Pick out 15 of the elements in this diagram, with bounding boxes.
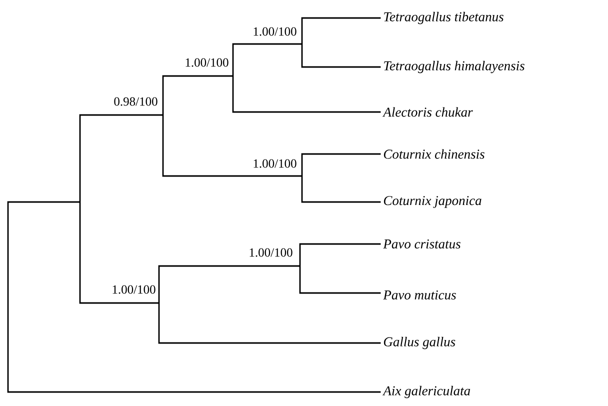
- taxon-label: Pavo cristatus: [383, 239, 460, 249]
- support-value: 1.00/100: [254, 159, 296, 168]
- support-value: 1.00/100: [250, 248, 292, 257]
- taxon-label: Pavo muticus: [383, 290, 456, 300]
- taxon-label: Gallus gallus: [384, 336, 456, 350]
- taxon-label: Coturnix chinensis: [384, 149, 484, 159]
- taxon-label: Alectoris chukar: [382, 107, 473, 117]
- taxon-label: Tetraogallus tibetanus: [384, 12, 504, 24]
- support-value: 0.98/100: [114, 97, 158, 106]
- taxon-label: Coturnix japonica: [384, 196, 482, 208]
- support-value: 1.00/100: [112, 285, 156, 294]
- taxon-label: Aix galericulata: [382, 386, 470, 398]
- taxon-label: Tetraogallus himalayensis: [384, 60, 524, 74]
- support-value: 1.00/100: [186, 58, 228, 67]
- support-value: 1.00/100: [254, 27, 296, 36]
